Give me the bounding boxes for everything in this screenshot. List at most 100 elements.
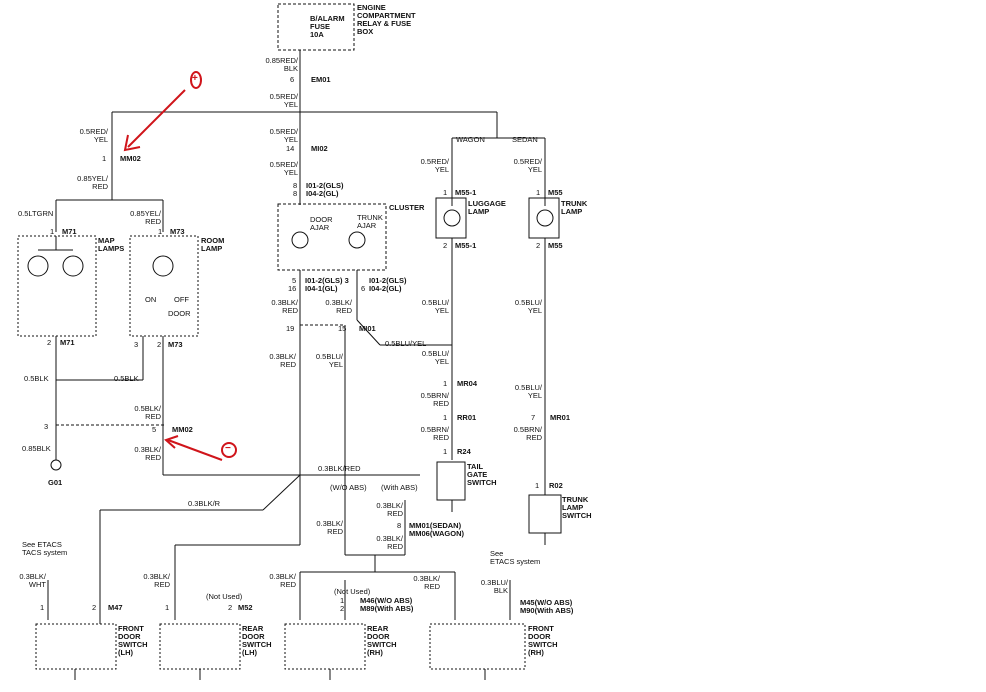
- relay-box-label: RELAY & FUSE: [357, 19, 412, 28]
- component-label: SWITCH: [367, 640, 397, 649]
- wire-color: 0.5RED/: [269, 160, 298, 169]
- fuse-label: FUSE: [310, 22, 331, 31]
- connector-label: MM02: [172, 425, 193, 434]
- connector-label: I01-2(GLS): [306, 181, 344, 190]
- wire-color: RED: [387, 542, 403, 551]
- trunk-switch-box: [528, 494, 562, 534]
- connector-label: I01-2(GLS) 3: [305, 276, 349, 285]
- wire-color: 0.5BLU/: [514, 298, 542, 307]
- switch-label: OFF: [174, 295, 189, 304]
- pin-number: 15: [338, 324, 347, 333]
- fuse-label: B/ALARM: [310, 14, 345, 23]
- pin-number: 1: [443, 379, 448, 388]
- wire-color: 0.5RED/: [420, 157, 449, 166]
- pin-number: 1: [340, 596, 345, 605]
- indicator-label: AJAR: [357, 221, 377, 230]
- component-label: TRUNK: [562, 495, 589, 504]
- wire-color: YEL: [283, 168, 298, 177]
- wire-color: 0.5RED/: [269, 92, 298, 101]
- relay-box-label: COMPARTMENT: [357, 11, 416, 20]
- wire-color: YEL: [93, 135, 108, 144]
- connector-label: RR01: [457, 413, 477, 422]
- wire-color: WHT: [28, 580, 46, 589]
- indicator-label: AJAR: [310, 223, 330, 232]
- pin-number: 7: [531, 413, 536, 422]
- wire-color: 0.5BRN/: [513, 425, 542, 434]
- wire-color: 0.3BLK/: [19, 572, 46, 581]
- component-label: SWITCH: [118, 640, 148, 649]
- wire-color: YEL: [283, 100, 298, 109]
- connector-label: M89(With ABS): [360, 604, 414, 613]
- fuse-box: [277, 3, 355, 51]
- component-label: DOOR: [118, 632, 141, 641]
- component-label: LAMPS: [98, 244, 125, 253]
- pin-number: 16: [288, 284, 297, 293]
- wire-color: YEL: [283, 135, 298, 144]
- connector-label: MI01: [359, 324, 376, 333]
- connector-label: M71: [60, 338, 75, 347]
- connector-label: MR04: [457, 379, 478, 388]
- wire-color: 0.3BLK/: [376, 534, 403, 543]
- connector-label: MR01: [550, 413, 571, 422]
- connector-label: M55: [548, 188, 563, 197]
- pin-number: 1: [535, 481, 540, 490]
- wire-color: 0.3BLK/: [269, 352, 296, 361]
- wire-color: RED: [526, 433, 542, 442]
- component-label: FRONT: [528, 624, 554, 633]
- wire-color: 0.3BLK/RED: [318, 464, 361, 473]
- rear-door-rh-box: [284, 623, 366, 670]
- not-used-note: (Not Used): [206, 592, 243, 601]
- wire-color: 0.3BLK/: [271, 298, 298, 307]
- wire-color: RED: [282, 306, 298, 315]
- indicator-label: TRUNK: [357, 213, 383, 222]
- wire-color: 0.5RED/: [269, 127, 298, 136]
- pin-number: 5: [292, 276, 297, 285]
- plus-annotation: +: [192, 73, 198, 84]
- component-label: TAIL: [467, 462, 484, 471]
- pin-number: 1: [165, 603, 170, 612]
- component-label: LAMP: [561, 207, 583, 216]
- connector-label: EM01: [311, 75, 331, 84]
- wire-color: 0.3BLK/: [134, 445, 161, 454]
- wire-color: RED: [387, 509, 403, 518]
- component-label: DOOR: [242, 632, 265, 641]
- pin-number: 5: [152, 425, 157, 434]
- component-label: MAP: [98, 236, 115, 245]
- connector-label: M73: [170, 227, 185, 236]
- wire-color: 0.85YEL/: [130, 209, 161, 218]
- reference-note: See ETACS: [22, 540, 62, 549]
- connector-label: I04-1(GL): [305, 284, 338, 293]
- relay-box-label: ENGINE: [357, 3, 386, 12]
- wire-color: BLK: [283, 64, 298, 73]
- minus-annotation: −: [225, 443, 231, 454]
- not-used-note: (Not Used): [334, 587, 371, 596]
- switch-label: DOOR: [168, 309, 191, 318]
- connector-label: MI02: [311, 144, 328, 153]
- pin-number: 1: [50, 227, 55, 236]
- pin-number: 1: [443, 447, 448, 456]
- pin-number: 2: [157, 340, 162, 349]
- component-label: LAMP: [468, 207, 490, 216]
- pin-number: 3: [44, 422, 49, 431]
- indicator-label: DOOR: [310, 215, 333, 224]
- variant-label: (W/O ABS): [330, 483, 367, 492]
- component-label: SWITCH: [242, 640, 272, 649]
- connector-label: I04-2(GL): [369, 284, 402, 293]
- pin-number: 2: [340, 604, 345, 613]
- wire-color: 0.5BRN/: [420, 391, 449, 400]
- connector-label: M52: [238, 603, 253, 612]
- pin-number: 1: [536, 188, 541, 197]
- wire-color: YEL: [434, 306, 449, 315]
- wire-color: 0.5BLU/: [315, 352, 343, 361]
- wire-color: 0.85YEL/: [77, 174, 108, 183]
- branch-sedan: SEDAN: [512, 135, 538, 144]
- wire-color: RED: [280, 360, 296, 369]
- component-label: GATE: [467, 470, 488, 479]
- component-label: (RH): [528, 648, 544, 657]
- pin-number: 19: [286, 324, 295, 333]
- wire-color: YEL: [328, 360, 343, 369]
- pin-number: 1: [158, 227, 163, 236]
- room-lamp-box: [129, 235, 199, 337]
- wire-color: 0.3BLK/: [316, 519, 343, 528]
